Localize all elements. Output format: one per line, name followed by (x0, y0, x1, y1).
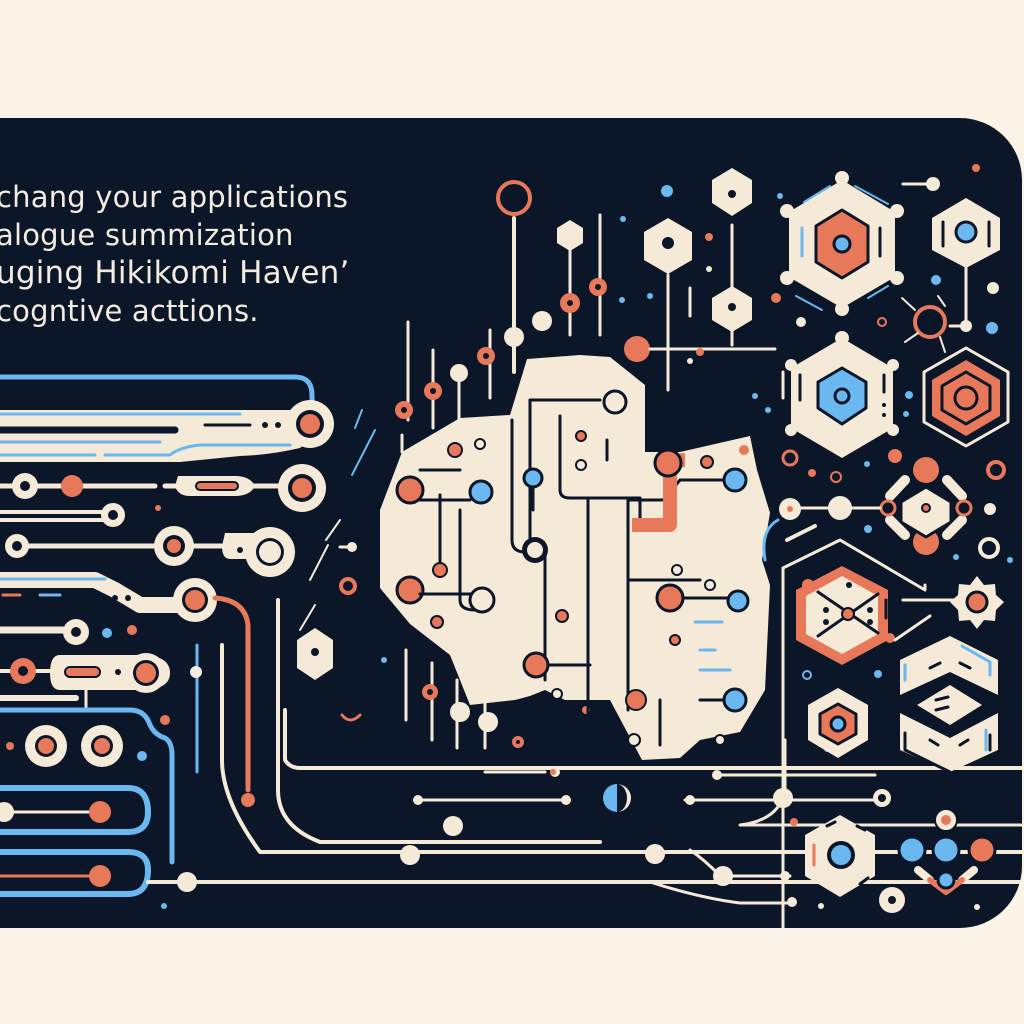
pin-array (395, 168, 777, 454)
headline-line-3: uging Hikikomi Havenʼ (0, 255, 350, 291)
headline-line-4: cogntive acttions. (0, 294, 259, 328)
flower-node-icon (879, 457, 973, 555)
hexagon-node-icon (796, 566, 932, 665)
headline-text: chang your applications alogue summizati… (0, 178, 350, 330)
circuit-traces-icon (0, 374, 1022, 909)
hexagon-node-icon (780, 171, 940, 316)
ring-node (913, 305, 947, 339)
hexagon-node-icon (932, 198, 1000, 332)
gear-icon (950, 576, 1004, 629)
hexagon-node-icon (805, 815, 875, 897)
headline-line-2: alogue summization (0, 218, 294, 252)
flower-node-icon (897, 808, 997, 895)
hexagon-node-icon (808, 688, 868, 758)
headline-line-1: chang your applications (0, 180, 349, 214)
hexagon-node-icon (781, 331, 899, 458)
layered-chevron-icon (900, 636, 998, 774)
hexagon-node-icon (922, 346, 1010, 448)
brain-circuit-icon (380, 355, 770, 760)
